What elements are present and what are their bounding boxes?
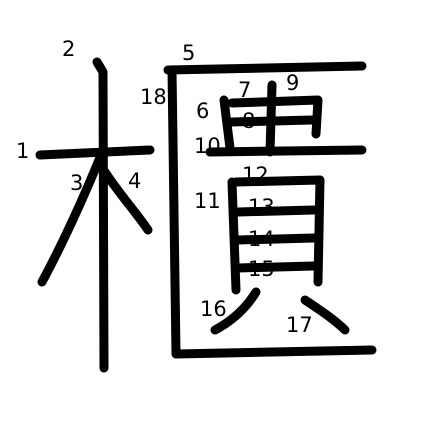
stroke-15	[233, 261, 319, 273]
stroke-number-10: 10	[194, 134, 221, 158]
stroke-11	[227, 177, 241, 295]
stroke-number-13: 13	[248, 195, 275, 219]
stroke-number-2: 2	[62, 37, 75, 61]
stroke-number-12: 12	[242, 163, 269, 187]
stroke-4	[100, 167, 153, 235]
stroke-9	[265, 80, 277, 157]
stroke-14	[233, 233, 319, 245]
stroke-18	[167, 65, 377, 359]
stroke-2	[92, 57, 109, 373]
stroke-3	[37, 145, 108, 287]
stroke-number-4: 4	[128, 169, 141, 193]
stroke-number-7: 7	[238, 78, 251, 102]
stroke-6	[219, 95, 235, 153]
stroke-16	[210, 287, 261, 335]
stroke-17	[300, 295, 350, 335]
stroke-number-5: 5	[182, 41, 195, 65]
stroke-number-15: 15	[248, 257, 275, 281]
stroke-number-8: 8	[242, 109, 255, 133]
stroke-number-16: 16	[200, 297, 227, 321]
stroke-number-9: 9	[286, 71, 299, 95]
stroke-13	[233, 205, 319, 217]
stroke-number-3: 3	[70, 171, 83, 195]
stroke-number-1: 1	[16, 139, 29, 163]
stroke-10	[205, 145, 367, 157]
stroke-number-18: 18	[140, 85, 167, 109]
stroke-number-17: 17	[286, 313, 313, 337]
stroke-12	[231, 175, 325, 287]
stroke-number-11: 11	[194, 189, 221, 213]
stroke-number-14: 14	[248, 227, 275, 251]
stroke-number-6: 6	[196, 99, 209, 123]
stroke-1	[35, 145, 155, 160]
stroke-7	[227, 95, 323, 139]
stroke-5	[163, 61, 367, 75]
